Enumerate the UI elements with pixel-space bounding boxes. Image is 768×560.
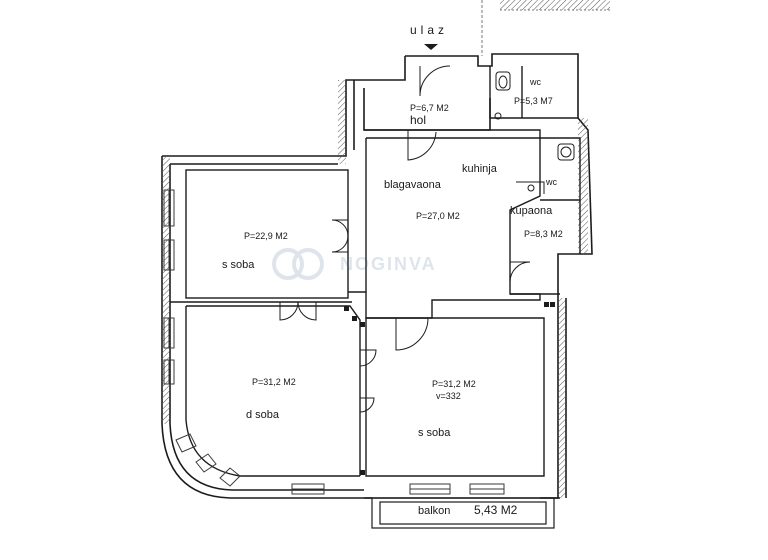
windows — [163, 189, 505, 495]
bathroom-area: P=8,3 M2 — [524, 229, 563, 239]
room-nw-name: s soba — [222, 259, 255, 271]
dining-name: blagavaona — [384, 179, 441, 191]
balcony-outline — [371, 497, 555, 529]
wc-top-name: wc — [530, 77, 541, 87]
room-nw-area: P=22,9 M2 — [244, 231, 288, 241]
room-se-area: P=31,2 M2 — [432, 379, 476, 389]
wall-hatching — [162, 80, 588, 498]
room-se-height: v=332 — [436, 391, 461, 401]
kitchen-name: kuhinja — [462, 163, 497, 175]
balcony-name: balkon — [418, 505, 451, 517]
interior-walls — [170, 66, 581, 477]
balcony-area: 5,43 M2 — [474, 503, 518, 517]
sanitary-fixtures — [494, 71, 575, 194]
doors — [279, 65, 531, 413]
wc-top-area: P=5,3 M7 — [514, 96, 553, 106]
entrance-arrow-icon — [424, 44, 438, 50]
outer-walls — [161, 53, 593, 499]
room-se-name: s soba — [418, 427, 451, 439]
hol-name: hol — [410, 113, 427, 127]
wc-bath-name: wc — [546, 177, 557, 187]
site-boundary-line — [481, 0, 610, 56]
room-sw-area: P=31,2 M2 — [252, 377, 296, 387]
room-sw-name: d soba — [246, 409, 280, 421]
bathroom-name: kupaona — [510, 205, 553, 217]
entrance-label: ulaz — [410, 23, 449, 37]
hol-area: P=6,7 M2 — [410, 103, 449, 113]
dining-area: P=27,0 M2 — [416, 211, 460, 221]
column-markers — [344, 302, 555, 475]
